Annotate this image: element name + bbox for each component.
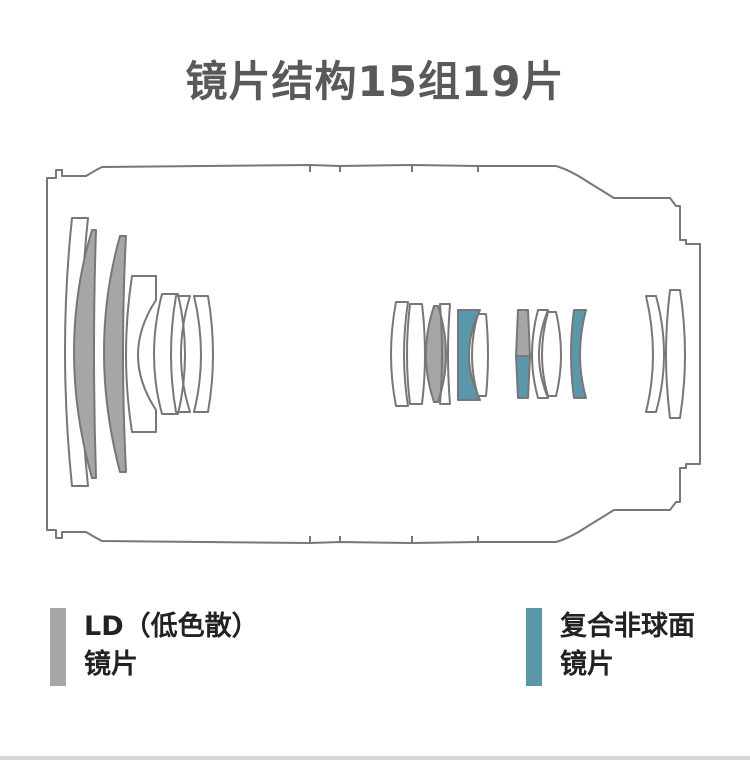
ld-lens-element xyxy=(515,309,531,357)
legend-ld-line2: 镜片 xyxy=(84,649,138,680)
ld-color-swatch xyxy=(50,608,66,686)
lens-element xyxy=(193,295,214,413)
lens-element xyxy=(439,303,451,405)
lens-element xyxy=(665,289,686,419)
lens-element xyxy=(390,301,409,407)
diagram-title: 镜片结构15组19片 xyxy=(185,57,565,106)
lens-element xyxy=(170,295,191,413)
lens-element xyxy=(541,311,562,397)
aspherical-lens-element xyxy=(570,309,587,399)
lens-element xyxy=(645,295,665,413)
lens-element xyxy=(531,309,549,399)
aspherical-lens-element xyxy=(515,355,531,399)
ld-lens-element xyxy=(103,235,127,473)
bottom-divider xyxy=(0,756,750,760)
legend-ld-label: LD（低色散） 镜片 xyxy=(84,608,259,684)
lens-element xyxy=(125,275,157,433)
legend-aspherical-lens: 复合非球面 镜片 xyxy=(526,608,695,686)
legend-aspherical-label: 复合非球面 镜片 xyxy=(560,608,695,684)
legend-ld-line1: LD（低色散） xyxy=(84,611,259,642)
ld-lens-element xyxy=(73,229,97,479)
lens-element xyxy=(406,303,426,405)
legend-ld-lens: LD（低色散） 镜片 xyxy=(50,608,259,686)
lens-barrel-outline xyxy=(46,164,701,544)
lens-element xyxy=(471,313,489,397)
aspherical-lens-element xyxy=(457,309,481,401)
legend-aspherical-line1: 复合非球面 xyxy=(560,611,695,642)
aspherical-color-swatch xyxy=(526,608,542,686)
legend-aspherical-line2: 镜片 xyxy=(560,649,614,680)
